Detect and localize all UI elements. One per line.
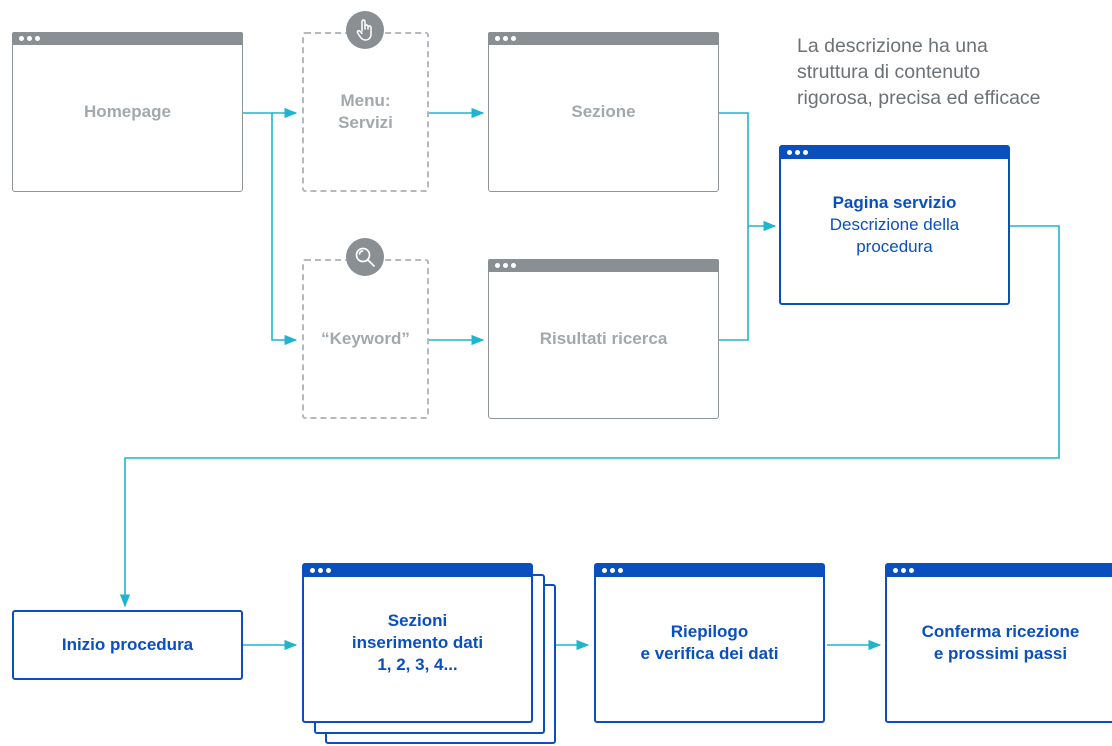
sezioni-label-line2: inserimento dati [351,632,484,652]
menu-servizi-label-line1: Menu: [340,90,391,110]
pagina-servizio-window[interactable]: Pagina servizio Descrizione della proced… [779,145,1010,305]
keyword-node[interactable]: “Keyword” [302,259,429,419]
menu-servizi-node[interactable]: Menu: Servizi [302,32,429,192]
window-title-bar [488,259,719,272]
sezioni-label-line3: 1, 2, 3, 4... [377,655,458,675]
riepilogo-label-line1: Riepilogo [670,621,749,641]
window-title-bar [12,32,243,45]
window-title-bar [886,564,1112,577]
sezione-window[interactable]: Sezione [488,32,719,192]
conferma-label-line1: Conferma ricezione [921,621,1080,641]
window-title-bar [780,146,1009,159]
inizio-procedura-node[interactable]: Inizio procedura [12,610,243,680]
homepage-label: Homepage [84,101,171,121]
window-title-bar [595,564,824,577]
keyword-label: “Keyword” [321,328,410,348]
magnifier-icon [346,238,384,276]
homepage-window[interactable]: Homepage [12,32,243,192]
pagina-servizio-desc-line1: Descrizione della [829,214,960,234]
conferma-label-line2: e prossimi passi [933,644,1068,663]
riepilogo-window[interactable]: Riepilogo e verifica dei dati [594,563,825,723]
window-title-bar [303,564,532,577]
pagina-servizio-title: Pagina servizio [832,192,957,212]
pagina-servizio-desc-line2: procedura [856,237,933,257]
inizio-procedura-label: Inizio procedura [61,634,194,654]
sezione-label: Sezione [571,101,636,121]
hand-pointer-icon [346,11,384,49]
riepilogo-label-line2: e verifica dei dati [640,644,779,663]
menu-servizi-label-line2: Servizi [338,113,393,132]
sezioni-inserimento-window[interactable]: Sezioni inserimento dati 1, 2, 3, 4... [302,563,533,723]
risultati-ricerca-window[interactable]: Risultati ricerca [488,259,719,419]
window-title-bar [488,32,719,45]
conferma-window[interactable]: Conferma ricezione e prossimi passi [885,563,1112,723]
risultati-ricerca-label: Risultati ricerca [539,328,668,348]
sezioni-label-line1: Sezioni [387,610,448,630]
description-note: La descrizione ha una struttura di conte… [797,35,1041,109]
